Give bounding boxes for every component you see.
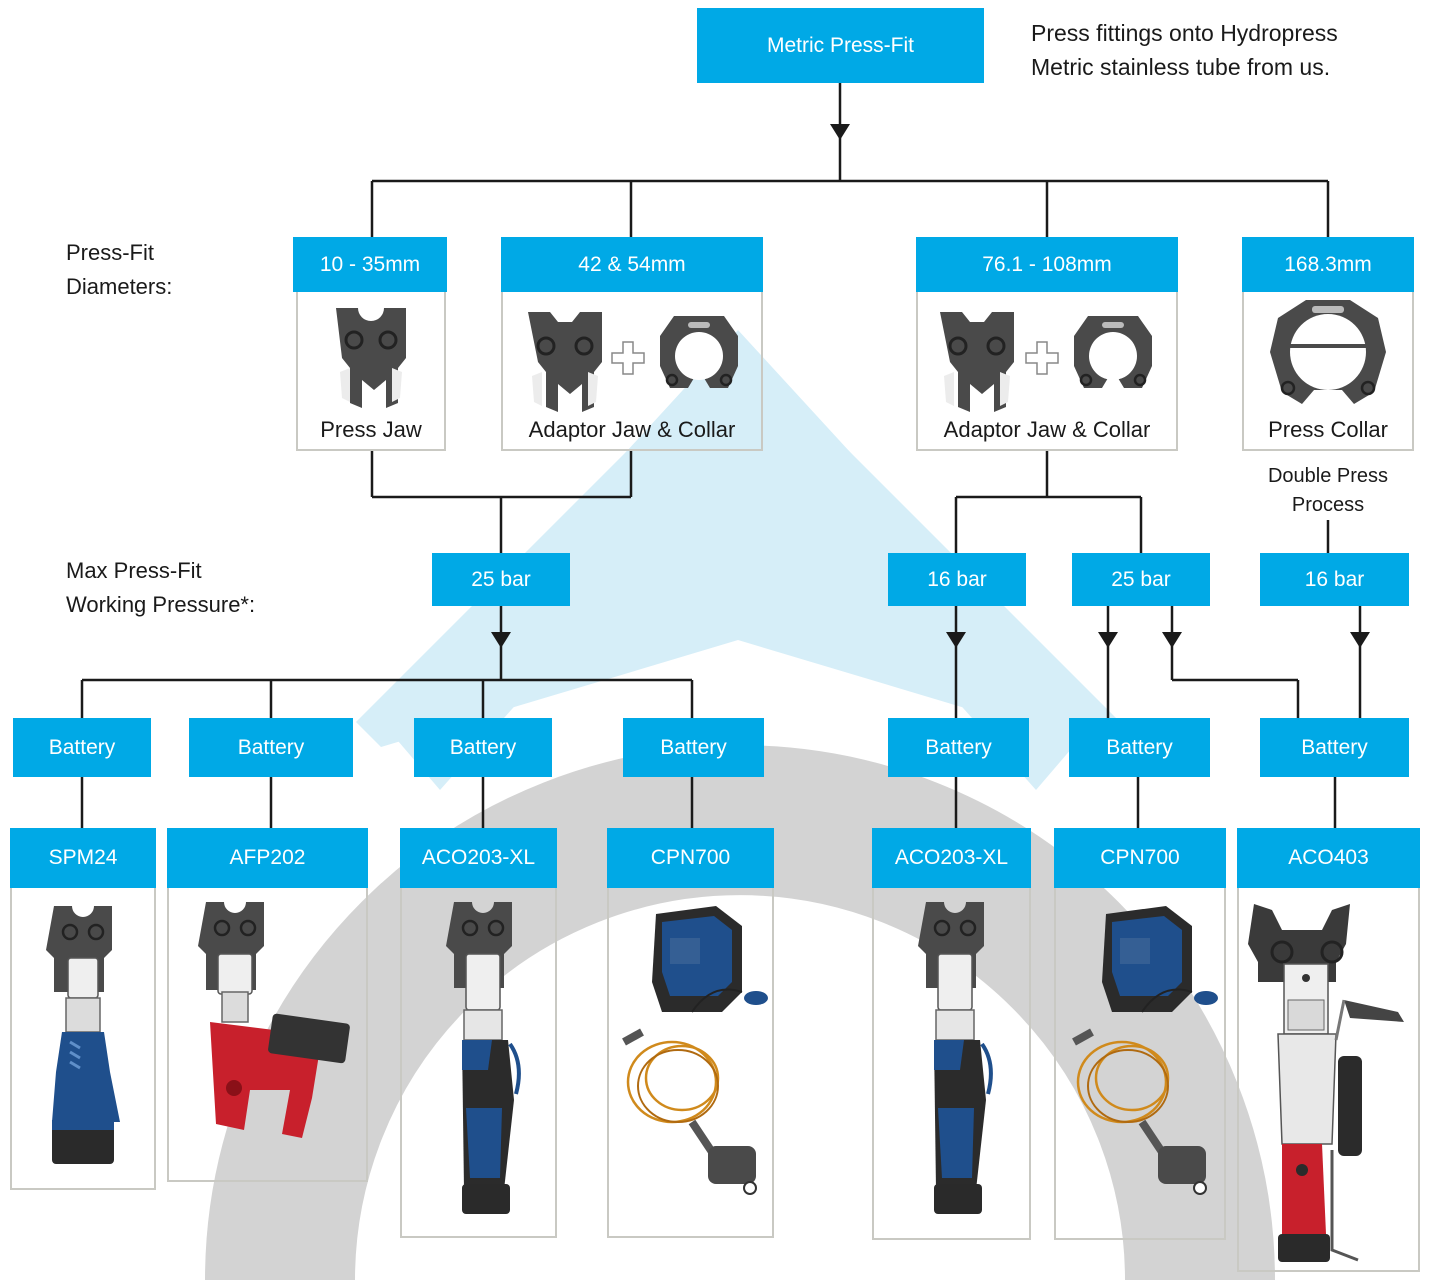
tool-name-3: ACO203-XL (421, 846, 536, 869)
battery-box-4: Battery (623, 718, 764, 777)
battery-box-5: Battery (888, 718, 1029, 777)
tool-box-1: SPM24 (10, 828, 156, 888)
double-press-note: Double Press Process (1238, 462, 1418, 520)
battery-box-3: Battery (414, 718, 552, 777)
diameter-box-3: 76.1 - 108mm (916, 237, 1178, 292)
spm24-tool-icon (46, 906, 120, 1164)
plus-icon-2 (1025, 341, 1059, 375)
diameter-label-4: 168.3mm (1284, 252, 1372, 276)
pressure-box-3: 25 bar (1072, 553, 1210, 606)
battery-label-5: Battery (925, 735, 992, 759)
battery-box-1: Battery (13, 718, 151, 777)
double-press-note-line-1: Double Press (1267, 465, 1389, 487)
tool-name-6: CPN700 (1100, 846, 1180, 869)
tool-box-6: CPN700 (1054, 828, 1226, 888)
tool-name-1: SPM24 (48, 846, 118, 869)
battery-box-2: Battery (189, 718, 353, 777)
top-note-line-2: Metric stainless tube from us. (1031, 54, 1331, 80)
battery-box-6: Battery (1069, 718, 1210, 777)
tool-name-2: AFP202 (229, 846, 306, 869)
tool-name-5: ACO203-XL (894, 846, 1009, 869)
top-note-line-1: Press fittings onto Hydropress (1031, 20, 1338, 46)
cpn700-tool-icon-2 (1072, 906, 1218, 1195)
pressure-label-2: 16 bar (927, 567, 987, 591)
pressure-row-label-line-1: Max Press-Fit (66, 558, 202, 583)
top-note: Press fittings onto Hydropress Metric st… (1031, 16, 1338, 84)
diameter-box-2: 42 & 54mm (501, 237, 763, 292)
pressure-label-1: 25 bar (471, 567, 531, 591)
afp202-tool-icon (198, 902, 350, 1138)
collar-icon-2 (1074, 316, 1152, 388)
tool-box-7: ACO403 (1237, 828, 1420, 888)
plus-icon-1 (611, 341, 645, 375)
battery-label-7: Battery (1301, 735, 1368, 759)
diameter-label-1: 10 - 35mm (319, 252, 421, 276)
tool-box-4: CPN700 (607, 828, 774, 888)
battery-label-1: Battery (48, 735, 116, 759)
tool-name-7: ACO403 (1288, 846, 1369, 869)
diameter-box-4: 168.3mm (1242, 237, 1414, 292)
root-box: Metric Press-Fit (697, 8, 984, 83)
battery-label-6: Battery (1106, 735, 1173, 759)
battery-label-3: Battery (449, 735, 517, 759)
battery-box-7: Battery (1260, 718, 1409, 777)
adaptor-jaw-icon-2 (940, 312, 1014, 412)
component-label-4: Press Collar (1268, 417, 1388, 442)
diameters-row-label: Press-Fit Diameters: (66, 236, 172, 304)
diameters-row-label-line-2: Diameters: (66, 274, 173, 299)
pressure-box-1: 25 bar (432, 553, 570, 606)
pressure-row-label-line-2: Working Pressure*: (66, 592, 256, 617)
component-label-1: Press Jaw (320, 417, 422, 442)
adaptor-jaw-icon-1 (528, 312, 602, 412)
diameter-label-3: 76.1 - 108mm (982, 252, 1112, 276)
press-collar-icon (1270, 300, 1386, 404)
tool-box-5: ACO203-XL (872, 828, 1031, 888)
battery-label-4: Battery (660, 735, 727, 759)
component-label-3: Adaptor Jaw & Collar (943, 417, 1151, 442)
aco203xl-tool-icon-2 (918, 902, 993, 1214)
diameter-box-1: 10 - 35mm (293, 237, 447, 292)
aco403-tool-icon (1248, 904, 1404, 1262)
collar-icon-1 (660, 316, 738, 388)
pressure-box-2: 16 bar (888, 553, 1026, 606)
press-jaw-icon (336, 308, 406, 408)
pressure-box-4: 16 bar (1260, 553, 1409, 606)
battery-label-2: Battery (237, 735, 305, 759)
tool-name-4: CPN700 (650, 846, 731, 869)
tool-box-3: ACO203-XL (400, 828, 557, 888)
double-press-note-line-2: Process (1291, 494, 1365, 516)
tool-box-2: AFP202 (167, 828, 368, 888)
pressure-label-4: 16 bar (1304, 567, 1365, 591)
diameters-row-label-line-1: Press-Fit (66, 240, 154, 265)
component-label-2: Adaptor Jaw & Collar (528, 417, 736, 442)
pressure-row-label: Max Press-Fit Working Pressure*: (66, 554, 255, 622)
diameter-label-2: 42 & 54mm (578, 252, 686, 276)
pressure-label-3: 25 bar (1111, 567, 1171, 591)
aco203xl-tool-icon-1 (446, 902, 521, 1214)
root-label: Metric Press-Fit (767, 33, 914, 57)
cpn700-tool-icon-1 (622, 906, 768, 1195)
